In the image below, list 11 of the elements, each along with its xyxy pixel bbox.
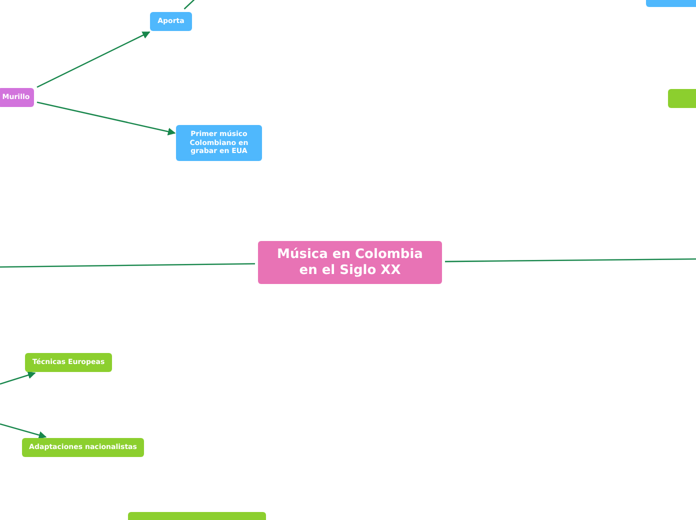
topic-text: Música en Colombia en el Siglo XX: [276, 246, 424, 278]
connector-arrow: [0, 371, 36, 385]
central-topic-box: [258, 241, 442, 284]
topic-box: [176, 125, 262, 161]
connector-arrow: [0, 423, 47, 439]
topic-box: [150, 12, 192, 31]
topic-box: [25, 353, 112, 372]
topic-box: [22, 438, 144, 457]
connector-arrow: [36, 102, 176, 136]
connector-arrow: [36, 31, 150, 88]
topic-box: [0, 88, 34, 107]
